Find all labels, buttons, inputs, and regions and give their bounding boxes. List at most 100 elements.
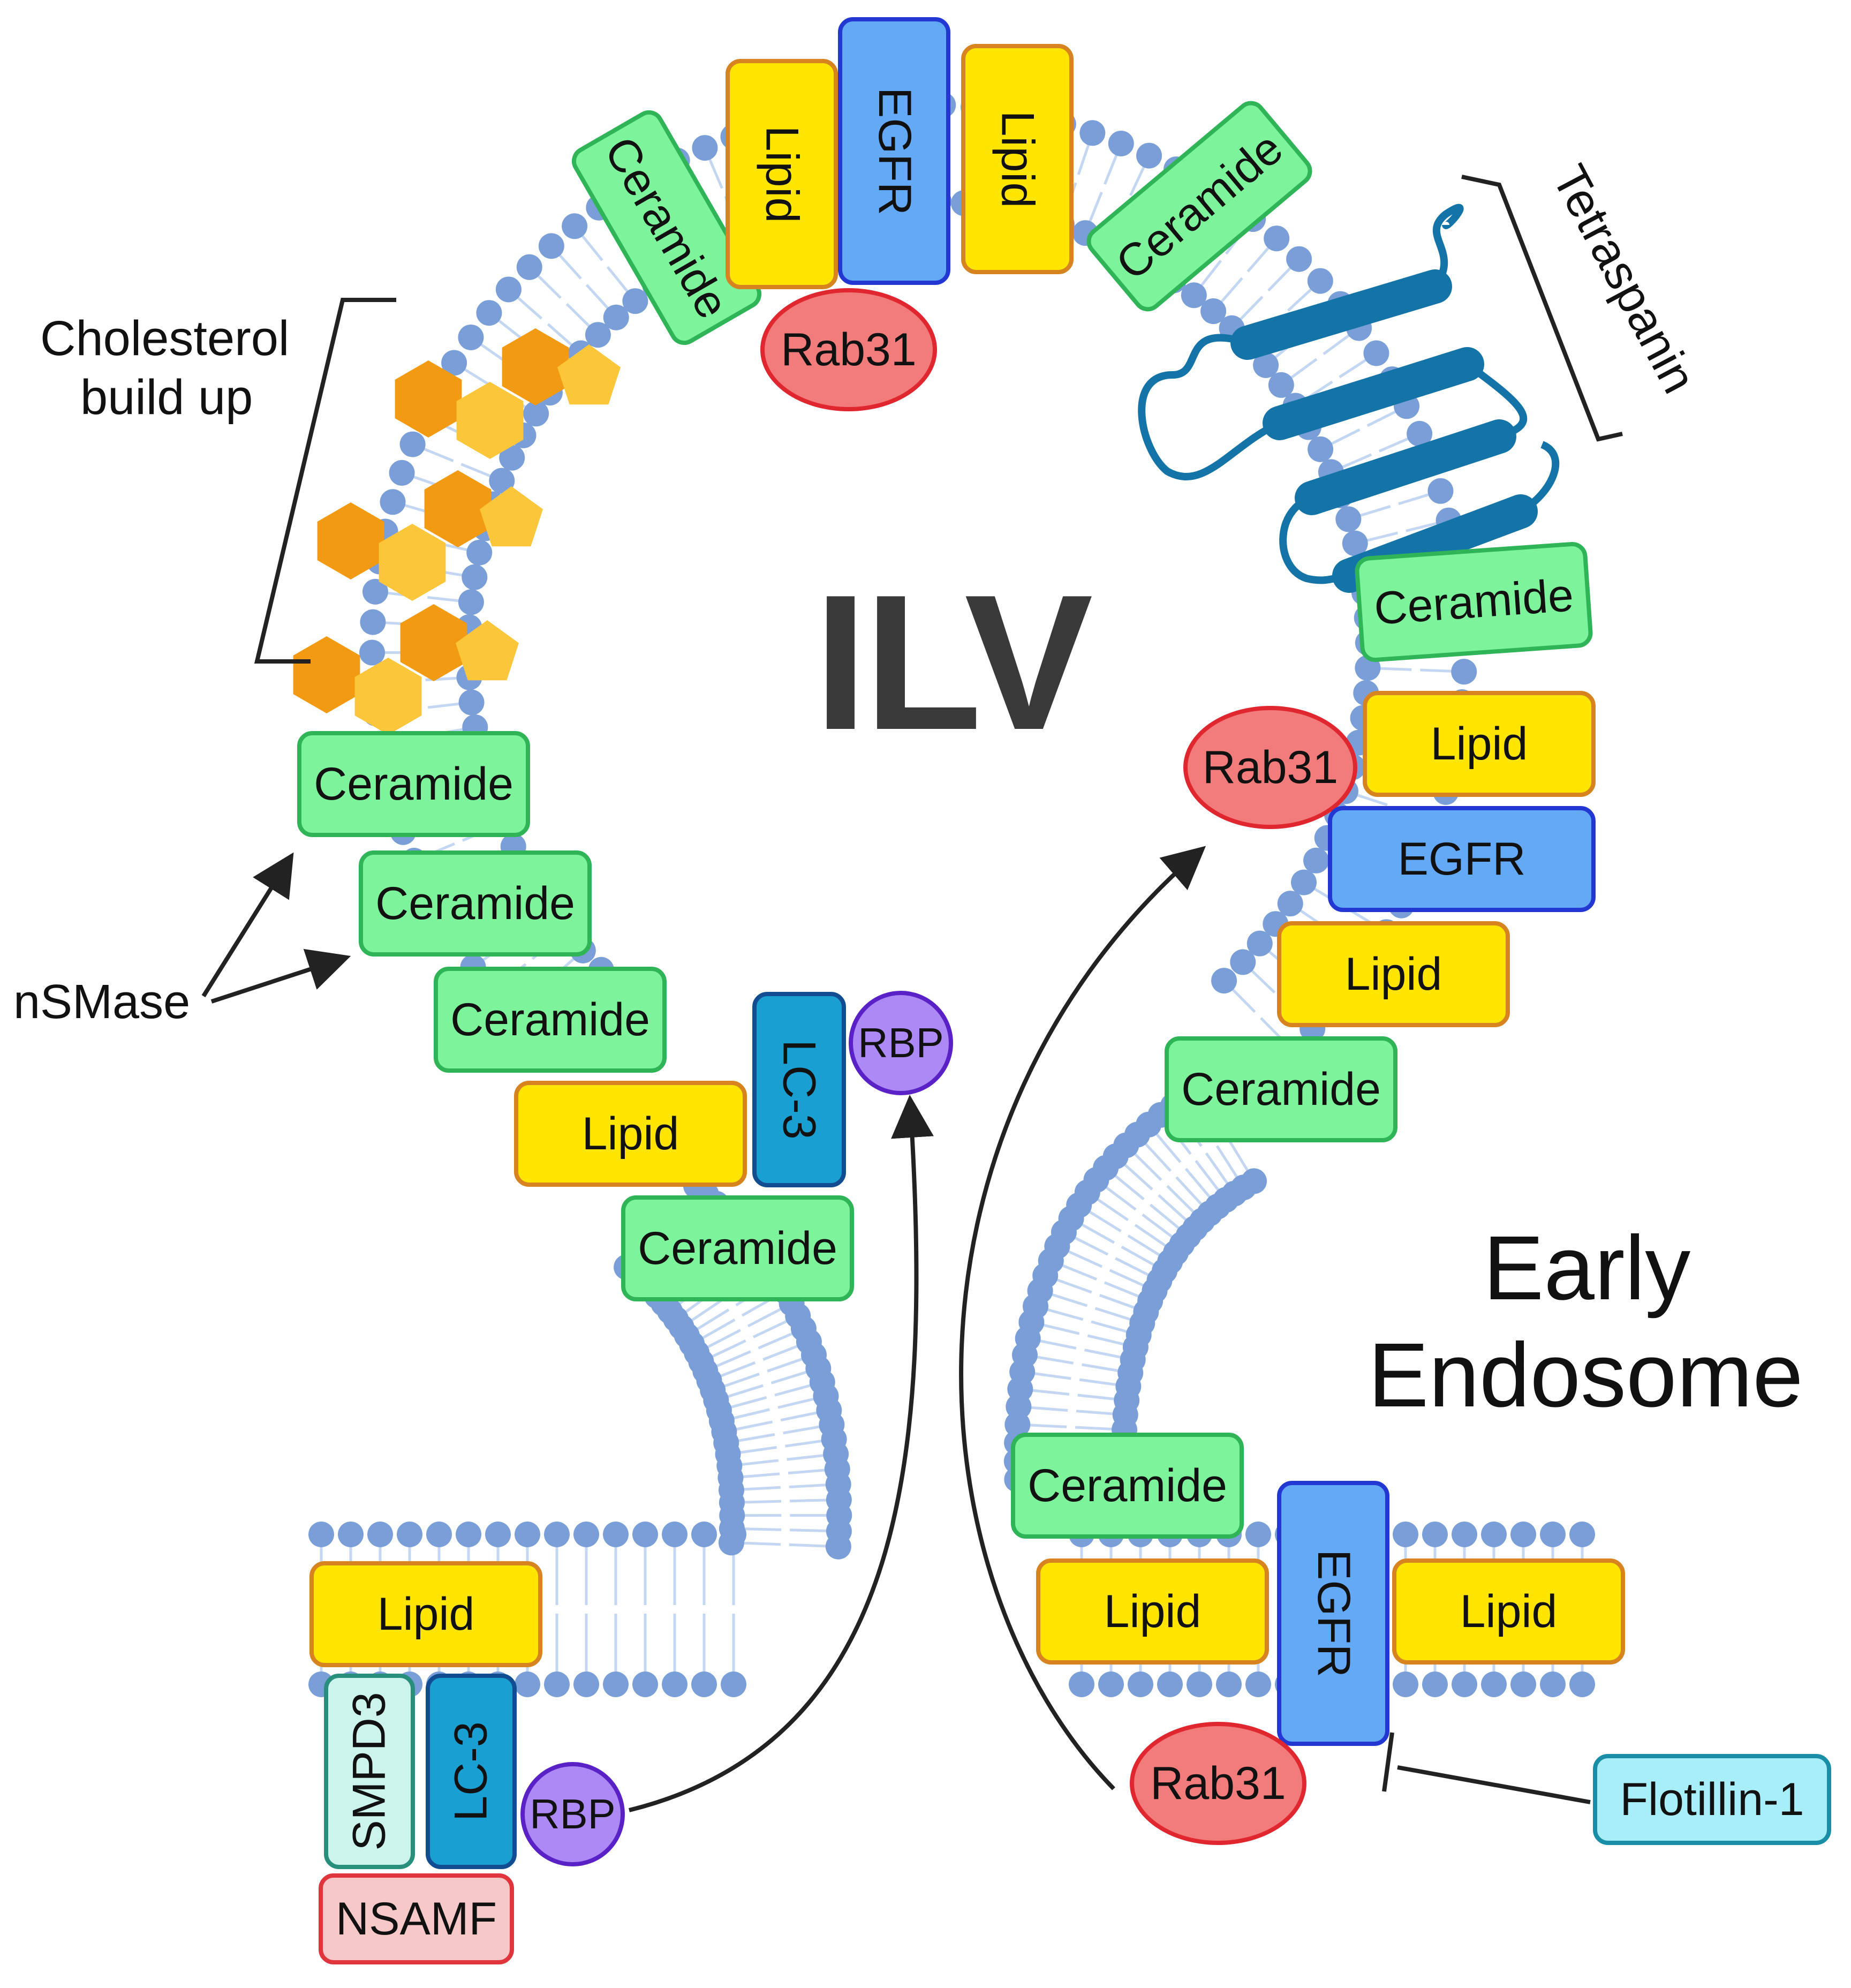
lipid-head [1569,1522,1595,1547]
lipid-head [1481,1671,1507,1697]
flotillin-inhibition-line [1397,1765,1591,1804]
lipid-box: Lipid [1036,1558,1269,1665]
lipid-head [562,213,588,239]
lipid-head [485,1522,511,1547]
ceramide-box: Ceramide [1165,1036,1397,1142]
lipid-head [1200,298,1227,325]
lipid-box: Lipid [309,1561,542,1667]
cholesterol-pentagon [480,486,543,547]
lipid-box: Lipid [961,44,1074,274]
ceramide-box: Ceramide [297,731,530,837]
lipid-head [515,1671,540,1697]
lipid-head [1452,1671,1477,1697]
lipid-head [399,431,426,457]
lipid-head [1157,1671,1183,1697]
lipid-head [585,322,611,348]
rab31-oval: Rab31 [1130,1722,1306,1845]
rbp-transport-arrow [629,1095,934,1812]
lipid-head [458,589,484,615]
egfr-box: EGFR [1277,1481,1389,1746]
lipid-head [544,1522,570,1547]
flotillin-1-box: Flotillin-1 [1593,1754,1831,1845]
lipid-head [691,1671,717,1697]
lipid-box: Lipid [726,59,838,289]
ceramide-box: Ceramide [359,850,592,957]
cholesterol-hexagon [317,502,384,579]
lipid-head [1481,1522,1507,1547]
tetraspanin-loop [1432,204,1464,289]
tetraspanin-bracket [1461,175,1623,442]
lipid-head [466,539,493,566]
lipid-head [380,489,406,515]
lipid-head [632,1671,658,1697]
cholesterol-hexagon [293,636,360,713]
lipid-head [1307,268,1333,294]
lipid-head [362,578,388,605]
lipid-head [1510,1522,1536,1547]
lipid-head [1291,869,1317,895]
lipid-head [426,1522,452,1547]
lipid-head [1510,1671,1536,1697]
cholesterol-hexagon [502,328,569,405]
lipid-head [1268,372,1294,398]
lipid-head [1246,930,1273,957]
lipid-head [692,135,718,161]
tetraspanin-loop [1279,494,1350,584]
lipid-head [1264,225,1290,252]
lipid-head [603,1671,629,1697]
lipid-head [622,288,648,314]
nsmase-arrow [201,852,294,998]
lipid-head [1407,420,1433,447]
cholesterol-hexagon [424,470,492,547]
lipid-head [441,350,467,376]
lipid-head [308,1522,334,1547]
rab31-transport-arrow [959,846,1206,1790]
early-endosome-label-line1: Early [1483,1217,1691,1319]
ilv-label: ILV [814,555,1093,770]
lipid-head [462,564,488,590]
lipid-head [523,401,549,427]
lipid-head [721,1671,746,1697]
lipid-head [476,300,502,326]
lipid-head [1393,1671,1418,1697]
lipid-head [1452,1522,1477,1547]
lipid-head [1069,1671,1094,1697]
lipid-head [1540,1671,1566,1697]
lipid-box: Lipid [514,1081,747,1187]
cholesterol-bracket [254,298,396,664]
ceramide-box: Ceramide [621,1195,854,1301]
lipid-head [1253,352,1279,378]
nsamf-box: NSAMF [319,1873,514,1964]
lipid-box: Lipid [1277,921,1510,1027]
lipid-head [721,1522,746,1547]
lipid-head [662,1522,687,1547]
decorations [201,175,1623,1812]
lipid-head [397,1522,422,1547]
lipid-head [1181,282,1207,308]
lipid-head [1187,1671,1212,1697]
lipid-head [367,1522,393,1547]
lipid-head [1136,142,1162,169]
lipid-head [1363,340,1389,366]
lipid-head [1004,1411,1031,1437]
rab31-oval: Rab31 [760,288,937,411]
lipid-head [1427,478,1454,504]
lipid-head [489,468,515,494]
egfr-box: EGFR [838,17,950,285]
lipid-head [1128,1671,1153,1697]
tetraspanin-loop [1138,334,1281,480]
lipid-head [360,609,386,635]
tetraspanin-loop [1464,361,1527,440]
lipid-head [573,1522,599,1547]
lipid-head [359,639,386,666]
lipid-head [1230,949,1256,975]
lipid-head [499,445,525,471]
lipid-head [338,1522,364,1547]
cholesterol-hexagon [400,604,467,681]
cholesterol-pentagon [557,344,621,405]
lipid-head [1098,1671,1124,1697]
lipid-head [1342,530,1368,556]
tetraspanin-helix [1230,269,1452,360]
lipid-head [1422,1522,1448,1547]
ceramide-box: Ceramide [1011,1433,1244,1539]
